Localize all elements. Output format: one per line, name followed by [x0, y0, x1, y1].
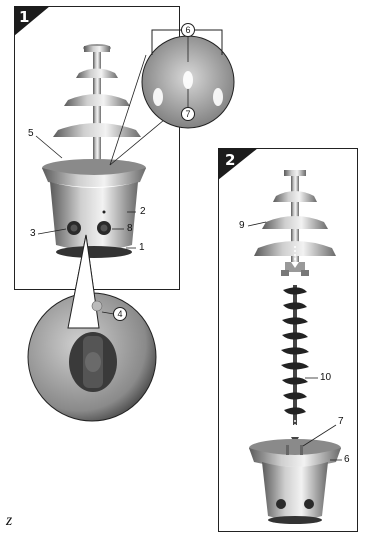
label-7-circled: 7 — [181, 107, 195, 121]
label-8: 8 — [127, 223, 133, 234]
label-3: 3 — [30, 228, 36, 239]
label-5: 5 — [28, 128, 34, 139]
corner-glyph: z — [6, 512, 12, 530]
label-6-circled: 6 — [181, 23, 195, 37]
label-9: 9 — [239, 220, 245, 231]
figure-2-number: 2 — [225, 151, 235, 169]
label-2: 2 — [140, 206, 146, 217]
label-7-panel2: 7 — [338, 416, 344, 427]
label-4-circled: 4 — [113, 307, 127, 321]
label-6-panel2: 6 — [344, 454, 350, 465]
label-10: 10 — [320, 372, 331, 383]
label-1: 1 — [139, 242, 145, 253]
figure-1-number: 1 — [19, 8, 29, 26]
